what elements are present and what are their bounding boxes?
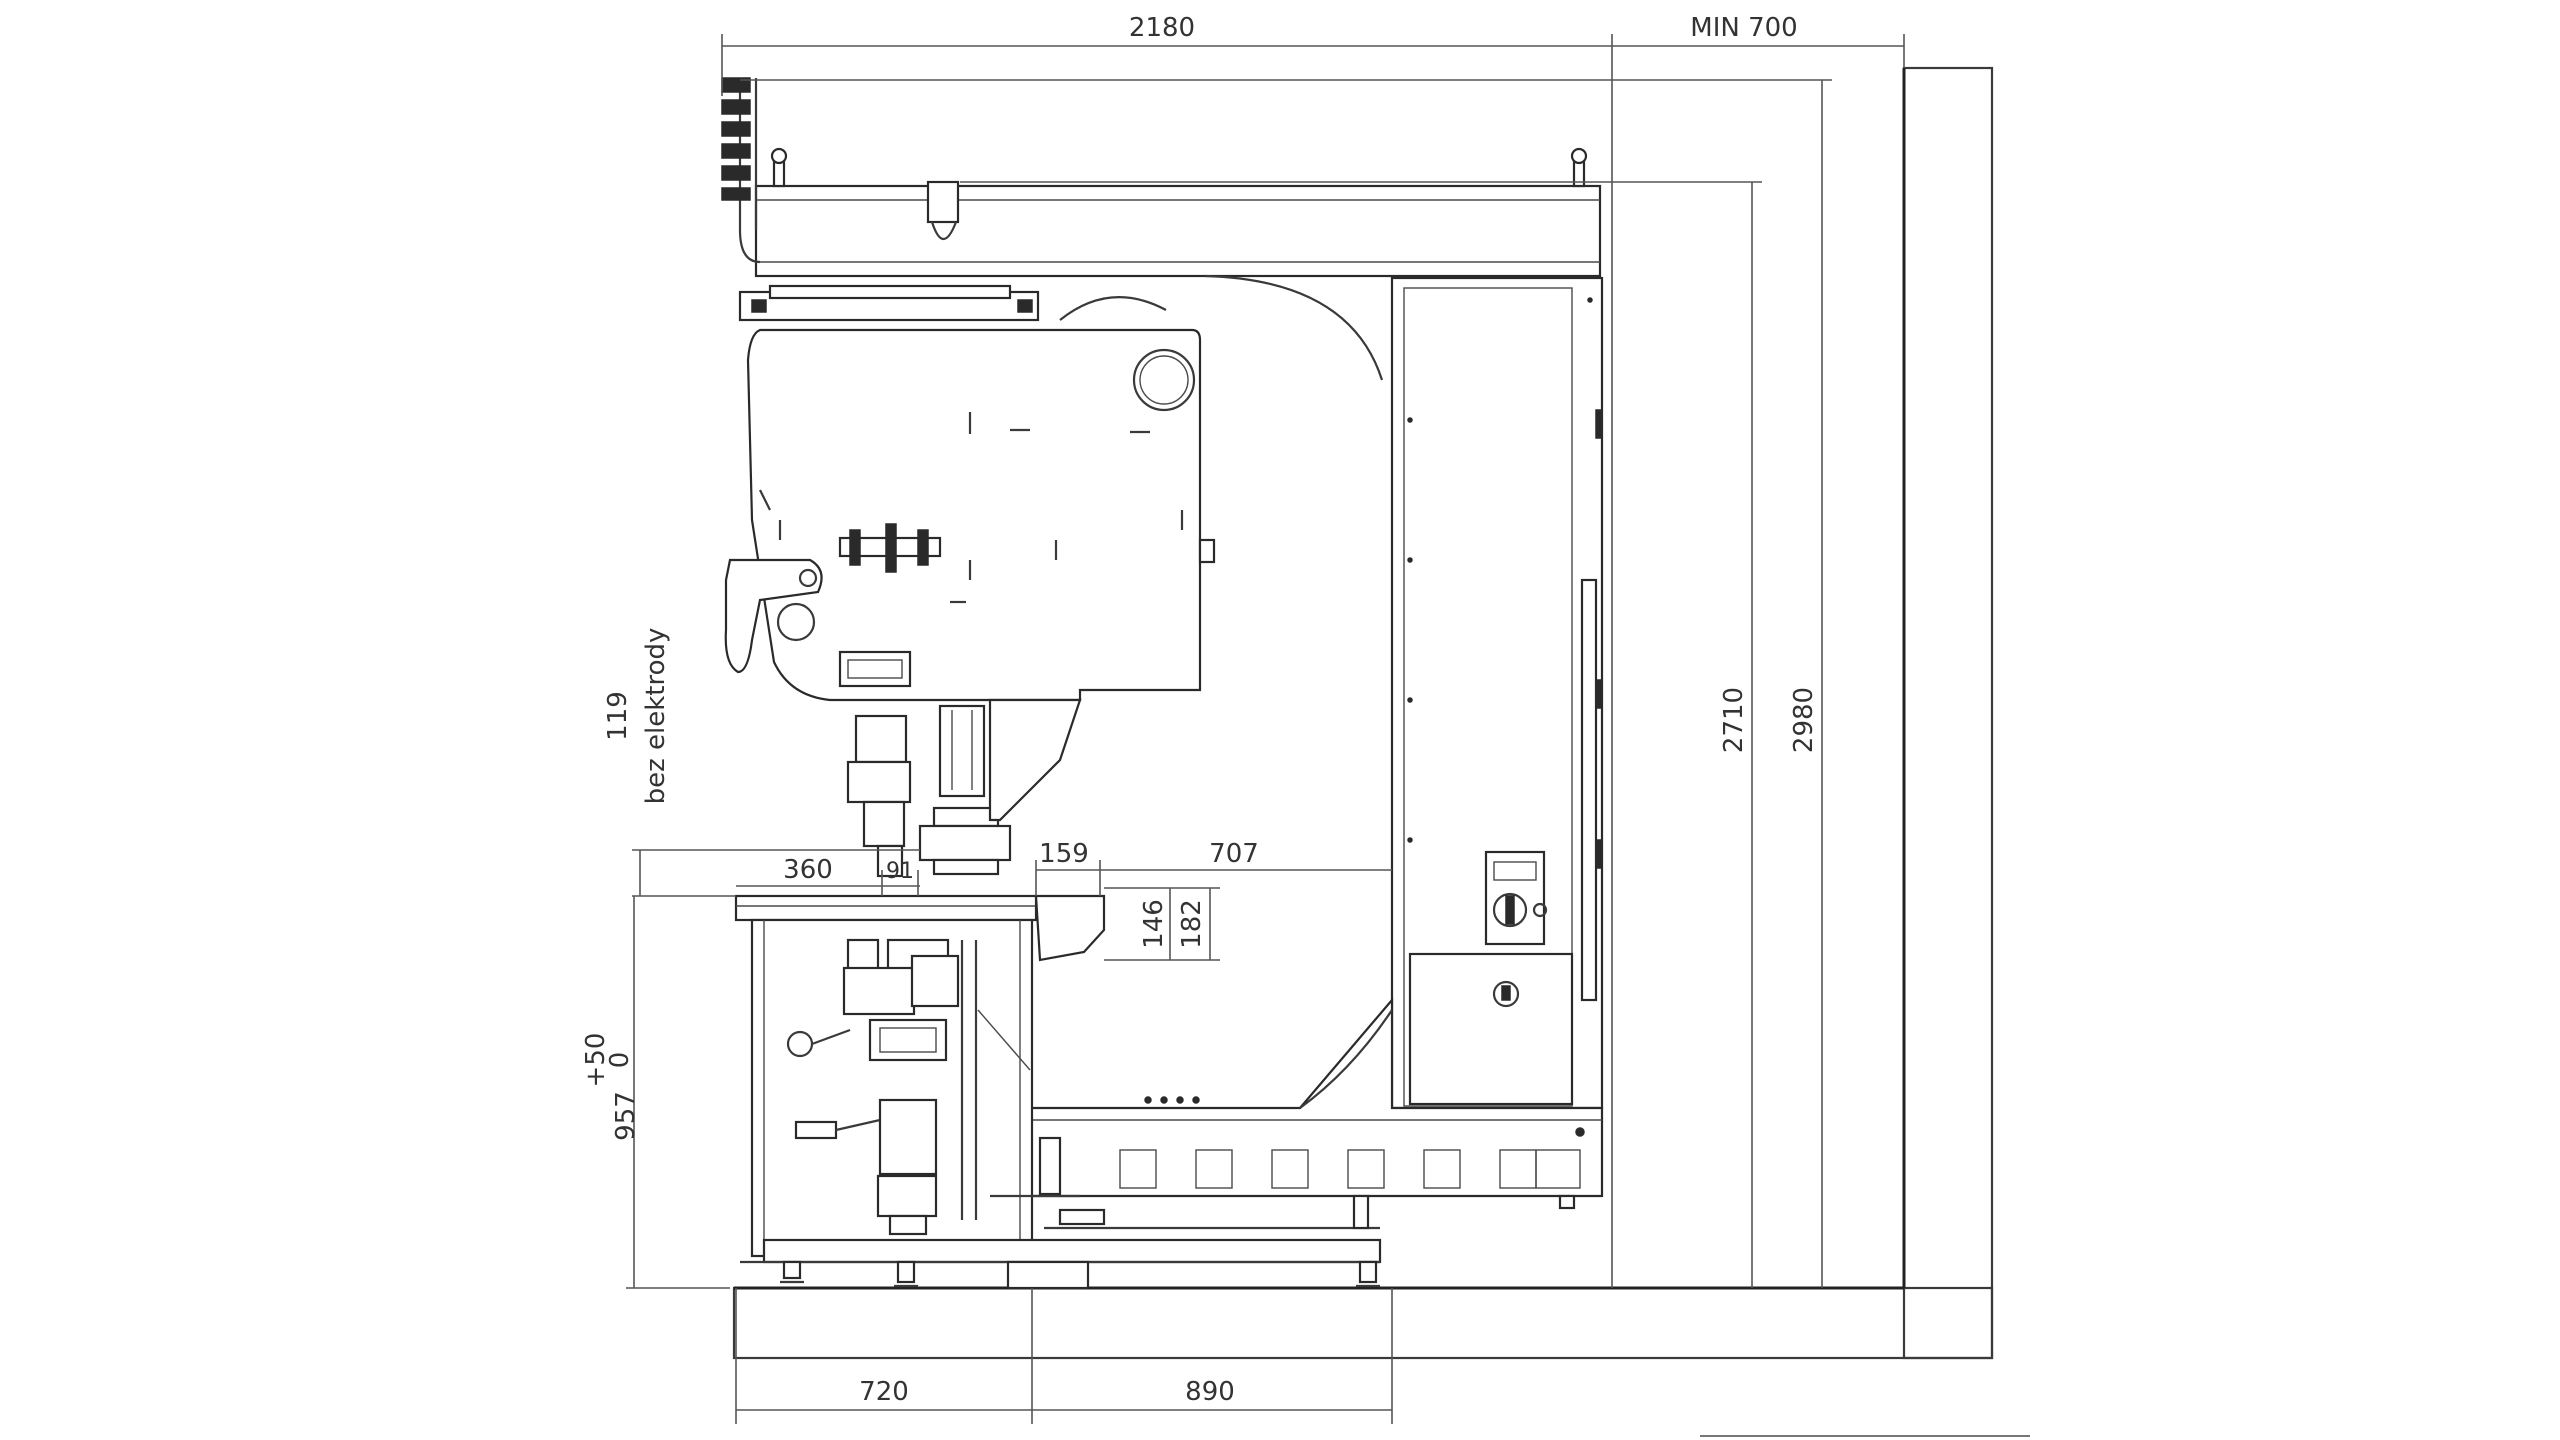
dim-tray-height-outer: 182	[1177, 899, 1207, 949]
dim-electrode-note: bez elektrody	[641, 628, 671, 805]
dim-table-tolerance-plus: +50	[581, 1033, 611, 1088]
dim-arm-height: 2710	[1719, 687, 1749, 753]
dim-table-gap: 91	[886, 859, 914, 884]
table-cabinet	[734, 894, 1382, 1290]
side-wall-hatch	[1902, 66, 1994, 1360]
dimension-labels: 2180 MIN 700 2710 2980 119 bez elektrody…	[581, 13, 1819, 1407]
right-cabinet	[1390, 276, 1604, 1110]
dim-wall-clearance: MIN 700	[1690, 13, 1797, 43]
dim-base-right: 890	[1185, 1377, 1235, 1407]
dim-tray-height-inner: 146	[1139, 899, 1169, 949]
dim-tray-to-frame: 707	[1209, 839, 1259, 869]
dim-tray-depth: 159	[1039, 839, 1089, 869]
dim-total-height: 2980	[1789, 687, 1819, 753]
dim-base-left: 720	[859, 1377, 909, 1407]
base-frame	[1028, 997, 1604, 1230]
wall-and-floor	[732, 66, 1994, 1360]
dim-table-tolerance-zero: 0	[605, 1052, 635, 1069]
top-arm	[721, 77, 1602, 381]
dim-table-left: 360	[783, 855, 833, 885]
welding-head	[724, 328, 1216, 878]
dim-overall-width: 2180	[1129, 13, 1195, 43]
dimension-lines	[626, 34, 2030, 1437]
floor-hatch	[732, 1286, 1994, 1360]
dim-electrode-offset: 119	[603, 691, 633, 741]
dim-table-height: 957	[611, 1091, 641, 1141]
